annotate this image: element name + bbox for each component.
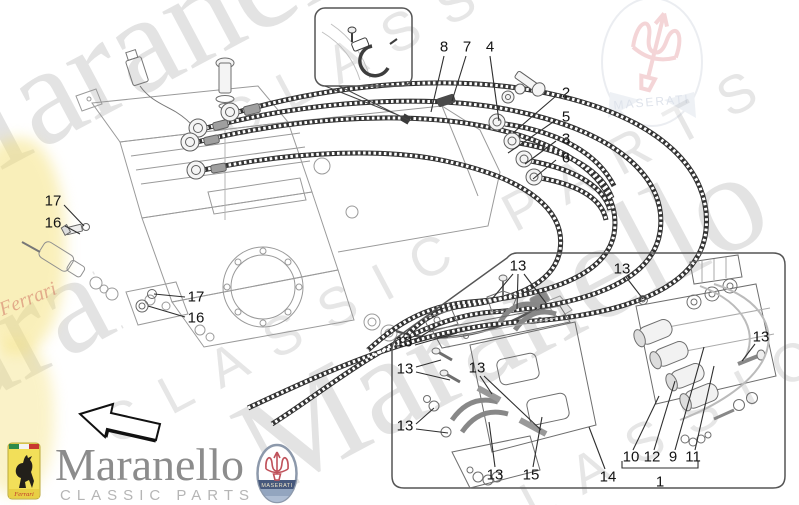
actuator-detail-inset <box>391 252 786 489</box>
callout-13: 13 <box>396 360 414 378</box>
callout-17: 17 <box>44 192 62 210</box>
callout-13: 13 <box>486 466 504 484</box>
hydraulic-hoses <box>196 80 709 427</box>
callout-2: 2 <box>561 84 571 102</box>
ferrari-shield-text: Ferrari <box>13 491 34 498</box>
callout-15: 15 <box>522 466 540 484</box>
callout-13: 13 <box>613 260 631 278</box>
callout-6: 6 <box>561 149 571 167</box>
callout-13: 13 <box>752 328 770 346</box>
engine-line-art <box>21 48 573 348</box>
callout-10: 10 <box>622 448 640 466</box>
callout-7: 7 <box>462 38 472 56</box>
classic-parts-subtext: CLASSIC PARTS <box>60 487 255 504</box>
callout-17: 17 <box>187 288 205 306</box>
callout-8: 8 <box>439 38 449 56</box>
callout-14: 14 <box>599 468 617 486</box>
maserati-badge-logo: MASERATI <box>256 443 298 504</box>
callout-13: 13 <box>468 359 486 377</box>
banjo-fittings <box>180 70 546 186</box>
callout-13: 13 <box>509 257 527 275</box>
maserati-watermark-text: MASERATI <box>613 92 690 113</box>
callout-1: 1 <box>655 473 665 491</box>
callout-leader-lines <box>63 55 756 470</box>
maserati-watermark-logo: MASERATI <box>601 0 703 127</box>
callout-3: 3 <box>561 130 571 148</box>
callout-9: 9 <box>668 448 678 466</box>
callout-13: 13 <box>396 417 414 435</box>
callout-12: 12 <box>643 448 661 466</box>
ferrari-shield-logo: Ferrari <box>7 442 41 500</box>
maserati-badge-text: MASERATI <box>261 483 292 489</box>
callout-5: 5 <box>561 108 571 126</box>
direction-arrow-icon <box>78 402 162 443</box>
group-1-bracket <box>621 461 699 469</box>
clamp-detail-inset <box>314 7 413 122</box>
callout-16: 16 <box>187 309 205 327</box>
maranello-wordmark: Maranello <box>55 439 245 490</box>
callout-16: 16 <box>44 214 62 232</box>
callout-11: 11 <box>685 448 701 466</box>
callout-4: 4 <box>485 38 495 56</box>
callout-13: 13 <box>395 333 413 351</box>
